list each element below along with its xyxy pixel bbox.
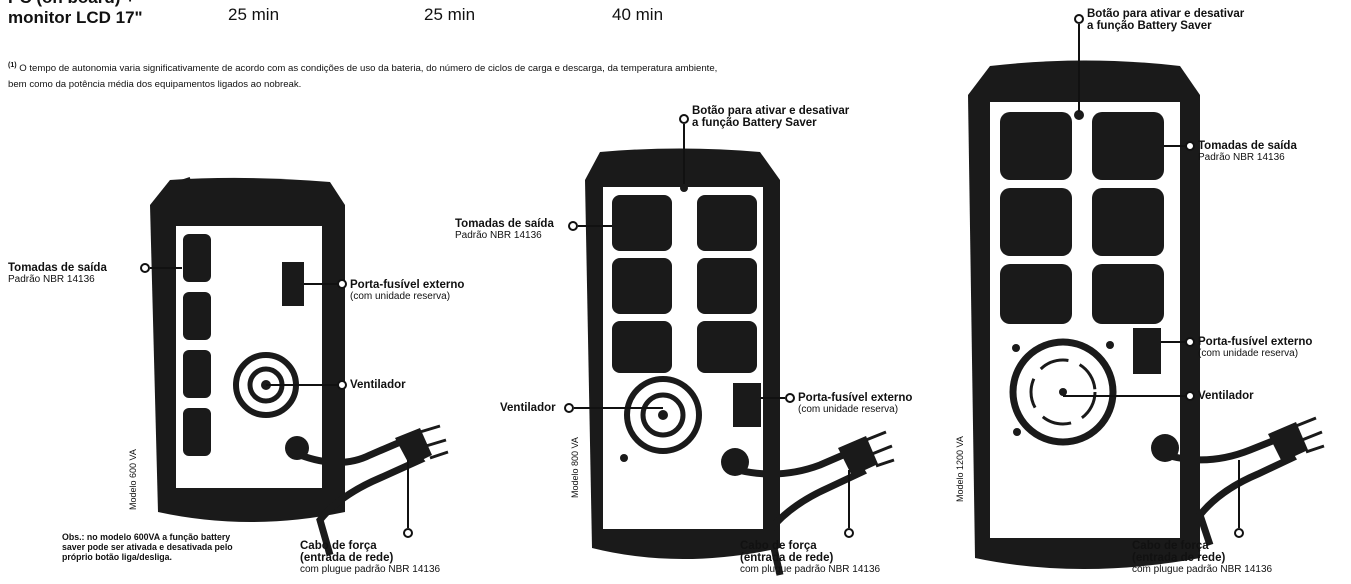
- label-porta-fusivel-sub: (com unidade reserva): [1198, 348, 1299, 359]
- table-row-label: PC (on board) + monitor LCD 17": [8, 0, 143, 28]
- label-cabo-600: Cabo de força (entrada de rede) com plug…: [300, 540, 440, 575]
- label-model-600: Modelo 600 VA: [128, 449, 138, 510]
- device-600va: [150, 177, 449, 556]
- label-tomadas-sub: Padrão NBR 14136: [1198, 152, 1285, 163]
- obs-note: Obs.: no modelo 600VA a função battery s…: [62, 532, 233, 562]
- label-cabo-line-1: Cabo de força: [300, 540, 377, 552]
- label-ventilador-600: Ventilador: [350, 379, 406, 391]
- label-botao-1200: Botão para ativar e desativar a função B…: [1087, 8, 1244, 32]
- label-model-800: Modelo 800 VA: [570, 437, 580, 498]
- label-cabo-line-3: com plugue padrão NBR 14136: [1132, 564, 1273, 575]
- footnote: (1) O tempo de autonomia varia significa…: [8, 58, 728, 93]
- label-botao-line-2: a função Battery Saver: [1087, 20, 1212, 32]
- label-botao-line-2: a função Battery Saver: [692, 117, 817, 129]
- label-porta-fusivel-sub: (com unidade reserva): [798, 404, 899, 415]
- label-cabo-line-1: Cabo de força: [1132, 540, 1209, 552]
- label-tomadas-600: Tomadas de saída Padrão NBR 14136: [8, 262, 107, 285]
- label-cabo-line-2: (entrada de rede): [1132, 552, 1226, 564]
- table-cell-800: 25 min: [424, 5, 476, 24]
- label-botao-line-1: Botão para ativar e desativar: [1087, 8, 1245, 20]
- label-porta-fusivel-1200: Porta-fusível externo (com unidade reser…: [1198, 336, 1312, 359]
- label-porta-fusivel-title: Porta-fusível externo: [798, 392, 913, 404]
- device-1200va: [968, 60, 1325, 569]
- label-porta-fusivel-title: Porta-fusível externo: [1198, 336, 1313, 348]
- label-botao-800: Botão para ativar e desativar a função B…: [692, 105, 849, 129]
- label-porta-fusivel-800: Porta-fusível externo (com unidade reser…: [798, 392, 912, 415]
- label-model-1200: Modelo 1200 VA: [955, 436, 965, 502]
- footnote-marker: (1): [8, 62, 17, 69]
- row-label-line-2: monitor LCD 17": [8, 8, 143, 27]
- label-tomadas-title: Tomadas de saída: [455, 218, 554, 230]
- device-800va: [585, 148, 895, 576]
- label-cabo-line-1: Cabo de força: [740, 540, 817, 552]
- label-porta-fusivel-sub: (com unidade reserva): [350, 291, 451, 302]
- label-botao-line-1: Botão para ativar e desativar: [692, 105, 850, 117]
- label-porta-fusivel-600: Porta-fusível externo (com unidade reser…: [350, 279, 464, 302]
- label-tomadas-1200: Tomadas de saída Padrão NBR 14136: [1198, 140, 1297, 163]
- label-ventilador-800: Ventilador: [500, 402, 556, 414]
- table-cell-1200: 40 min: [612, 5, 664, 24]
- label-porta-fusivel-title: Porta-fusível externo: [350, 279, 465, 291]
- label-tomadas-title: Tomadas de saída: [8, 262, 107, 274]
- label-cabo-line-3: com plugue padrão NBR 14136: [300, 564, 441, 575]
- label-tomadas-title: Tomadas de saída: [1198, 140, 1297, 152]
- label-ventilador-1200: Ventilador: [1198, 390, 1254, 402]
- footnote-text: O tempo de autonomia varia significativa…: [8, 63, 718, 91]
- label-cabo-line-2: (entrada de rede): [740, 552, 834, 564]
- table-cell-600: 25 min: [228, 5, 280, 24]
- row-label-line-1: PC (on board) +: [8, 0, 143, 8]
- label-cabo-1200: Cabo de força (entrada de rede) com plug…: [1132, 540, 1272, 575]
- label-cabo-line-2: (entrada de rede): [300, 552, 394, 564]
- label-cabo-800: Cabo de força (entrada de rede) com plug…: [740, 540, 880, 575]
- label-tomadas-sub: Padrão NBR 14136: [455, 230, 542, 241]
- label-tomadas-sub: Padrão NBR 14136: [8, 274, 95, 285]
- label-cabo-line-3: com plugue padrão NBR 14136: [740, 564, 881, 575]
- label-tomadas-800: Tomadas de saída Padrão NBR 14136: [455, 218, 554, 241]
